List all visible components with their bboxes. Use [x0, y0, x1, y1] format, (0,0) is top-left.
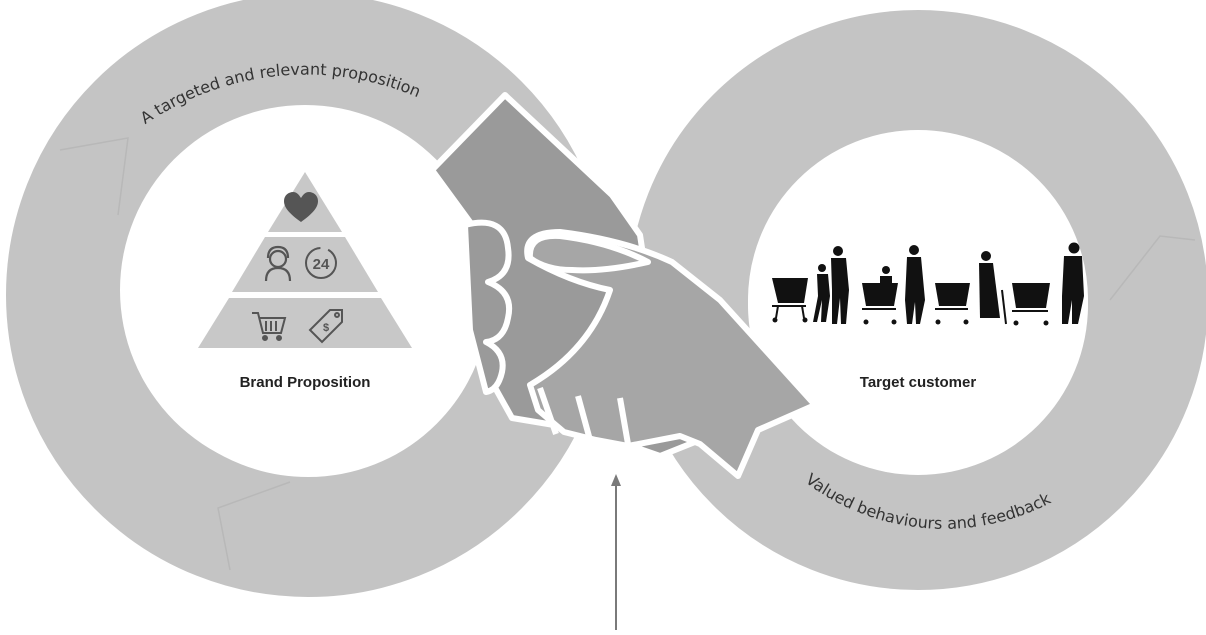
pointer-arrow — [611, 474, 621, 630]
shopper-family-silhouette — [772, 246, 849, 324]
finger-crease — [537, 387, 559, 435]
loop-seam — [217, 481, 291, 571]
brand-pyramid: 24 $ — [198, 172, 412, 348]
loop-seam — [59, 137, 129, 216]
heart-icon — [284, 192, 318, 222]
elderly-shopper-silhouette — [935, 251, 1007, 325]
left-hand-fingers — [462, 219, 512, 395]
shopper-with-child-silhouette — [862, 245, 925, 325]
customer-service-icon — [264, 245, 292, 282]
pyramid-tier-bottom — [198, 298, 412, 348]
svg-text:$: $ — [323, 322, 329, 334]
finger-crease — [575, 395, 593, 441]
brand-proposition-label: Brand Proposition — [240, 374, 371, 391]
handshake-illustration — [429, 92, 818, 479]
thumb — [526, 232, 651, 274]
target-customer-label: Target customer — [860, 374, 977, 391]
shoppers-silhouette-group — [772, 242, 1084, 326]
24-hour-icon: 24 — [305, 247, 337, 279]
finger-crease — [617, 397, 631, 445]
price-tag-icon: $ — [308, 309, 343, 344]
loop-seam — [1109, 235, 1196, 301]
svg-text:24: 24 — [313, 256, 330, 273]
shopping-cart-icon — [252, 312, 287, 341]
adult-shopper-silhouette — [1012, 242, 1084, 326]
right-hand — [524, 229, 818, 479]
